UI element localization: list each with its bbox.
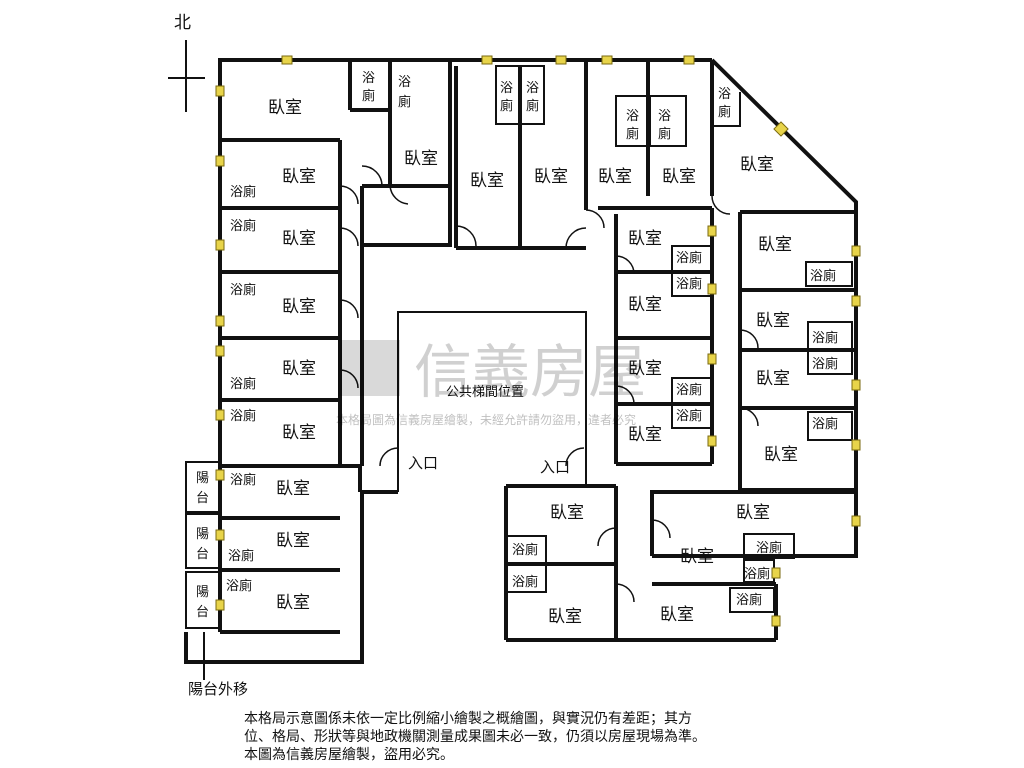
bedroom-label: 臥室: [764, 445, 798, 465]
bath-label-bottom: 廁: [500, 98, 513, 114]
bath-label: 浴廁: [230, 218, 256, 234]
bath-label-top: 浴: [500, 81, 513, 96]
bedroom-label: 臥室: [534, 167, 568, 187]
bedroom-label: 臥室: [282, 423, 316, 443]
bedroom-label: 臥室: [662, 167, 696, 187]
bedroom-label: 臥室: [756, 369, 790, 389]
watermark-line: 本格局圖為信義房屋繪製，未經允許請勿盜用，違者必究: [336, 412, 636, 427]
bath-labels-inline: 浴廁 浴廁 浴廁 浴廁 浴廁 浴廁 浴廁 浴廁 浴廁 浴廁 浴廁 浴廁 浴廁 浴…: [226, 184, 838, 608]
bath-label: 浴廁: [756, 540, 782, 556]
disclaimer-line: 本圖為信義房屋繪製，盜用必究。: [244, 747, 454, 763]
bath-label-top: 浴: [718, 87, 731, 102]
windows: [215, 55, 861, 627]
bedroom-label: 臥室: [282, 359, 316, 379]
bath-label: 浴廁: [230, 472, 256, 488]
bedroom-label: 臥室: [756, 311, 790, 331]
bath-label: 浴廁: [812, 330, 838, 346]
bath-label: 浴廁: [812, 356, 838, 372]
bedroom-label: 臥室: [276, 479, 310, 499]
bedroom-label: 臥室: [282, 297, 316, 317]
bedroom-label: 臥室: [276, 593, 310, 613]
bedroom-label: 臥室: [282, 167, 316, 187]
bedroom-label: 臥室: [628, 359, 662, 379]
north-arrow: 北: [168, 13, 205, 112]
bath-label: 浴廁: [230, 408, 256, 424]
bedroom-label: 臥室: [736, 503, 770, 523]
balcony-label-bottom: 台: [196, 605, 209, 620]
bath-label-bottom: 廁: [526, 98, 539, 114]
bedroom-label: 臥室: [548, 607, 582, 627]
bedroom-label: 臥室: [758, 235, 792, 255]
bath-label: 浴廁: [736, 592, 762, 608]
public-stair-label: 公共梯間位置: [446, 385, 524, 400]
disclaimer-line: 位、格局、形狀等與地政機關測量成果圖未必一致，仍須以房屋現場為準。: [244, 729, 706, 745]
bath-label-top: 浴: [658, 109, 671, 124]
bath-label: 浴廁: [226, 578, 252, 594]
bath-label-top: 浴: [526, 81, 539, 96]
bath-label-bottom: 廁: [398, 94, 411, 110]
balcony-label-top: 陽: [196, 585, 209, 600]
balcony-label-top: 陽: [196, 471, 209, 486]
right-wing-walls: [598, 206, 856, 492]
north-label: 北: [174, 13, 191, 33]
balcony-label-top: 陽: [196, 527, 209, 542]
bedroom-label: 臥室: [470, 171, 504, 191]
watermark: 信義房屋 本格局圖為信義房屋繪製，未經允許請勿盜用，違者必究: [336, 338, 646, 427]
bedroom-label: 臥室: [282, 229, 316, 249]
doors: [339, 165, 759, 603]
entrance-label: 入口: [408, 454, 438, 472]
disclaimer-note: 本格局示意圖係未依一定比例縮小繪製之概繪圖，與實況仍有差距；其方 位、格局、形狀…: [244, 710, 804, 764]
bath-label: 浴廁: [744, 566, 770, 582]
bedroom-label: 臥室: [660, 605, 694, 625]
bath-label: 浴廁: [512, 542, 538, 558]
bath-label: 浴廁: [230, 282, 256, 298]
bedroom-label: 臥室: [404, 149, 438, 169]
room-labels: 臥室 臥室 臥室 臥室 臥室 臥室 臥室 臥室 臥室 臥室 臥室 臥室 臥室 臥…: [268, 98, 798, 627]
bath-label: 浴廁: [676, 382, 702, 398]
bath-label: 浴廁: [230, 376, 256, 392]
bedroom-label: 臥室: [628, 425, 662, 445]
bedroom-label: 臥室: [276, 531, 310, 551]
bedroom-label: 臥室: [680, 547, 714, 567]
bath-label-top: 浴: [398, 75, 411, 90]
bath-label: 浴廁: [810, 268, 836, 284]
bottom-block-walls: [504, 484, 856, 642]
bath-label: 浴廁: [230, 184, 256, 200]
bath-label-bottom: 廁: [658, 126, 671, 142]
bath-label: 浴廁: [676, 276, 702, 292]
bedroom-label: 臥室: [268, 98, 302, 118]
bedroom-label: 臥室: [598, 167, 632, 187]
bath-label: 浴廁: [812, 416, 838, 432]
bedroom-label: 臥室: [628, 295, 662, 315]
bath-label-bottom: 廁: [718, 104, 731, 120]
entrance-label: 入口: [540, 458, 570, 476]
balcony-label-bottom: 台: [196, 491, 209, 506]
bath-label: 浴廁: [676, 250, 702, 266]
bath-label: 浴廁: [512, 574, 538, 590]
bath-label-top: 浴: [362, 71, 375, 86]
disclaimer-line: 本格局示意圖係未依一定比例縮小繪製之概繪圖，與實況仍有差距；其方: [244, 711, 692, 727]
bath-label-top: 浴: [626, 109, 639, 124]
watermark-brand: 信義房屋: [414, 338, 646, 406]
bath-label: 浴廁: [676, 408, 702, 424]
misc-labels: 入口 入口 公共梯間位置 陽台外移: [188, 385, 570, 698]
bath-label: 浴廁: [228, 548, 254, 564]
public-stair-walls: [397, 311, 587, 492]
bedroom-label: 臥室: [740, 155, 774, 175]
bedroom-label: 臥室: [628, 229, 662, 249]
balcony-moved-label: 陽台外移: [188, 680, 248, 698]
bath-label-bottom: 廁: [626, 126, 639, 142]
bath-label-bottom: 廁: [362, 88, 375, 104]
balcony-labels: 陽 台 陽 台 陽 台: [196, 471, 209, 620]
bedroom-label: 臥室: [550, 503, 584, 523]
bath-labels-stacked: 浴 廁 浴 廁 浴 廁 浴 廁 浴 廁 浴 廁 浴 廁: [362, 71, 731, 142]
balcony-label-bottom: 台: [196, 547, 209, 562]
